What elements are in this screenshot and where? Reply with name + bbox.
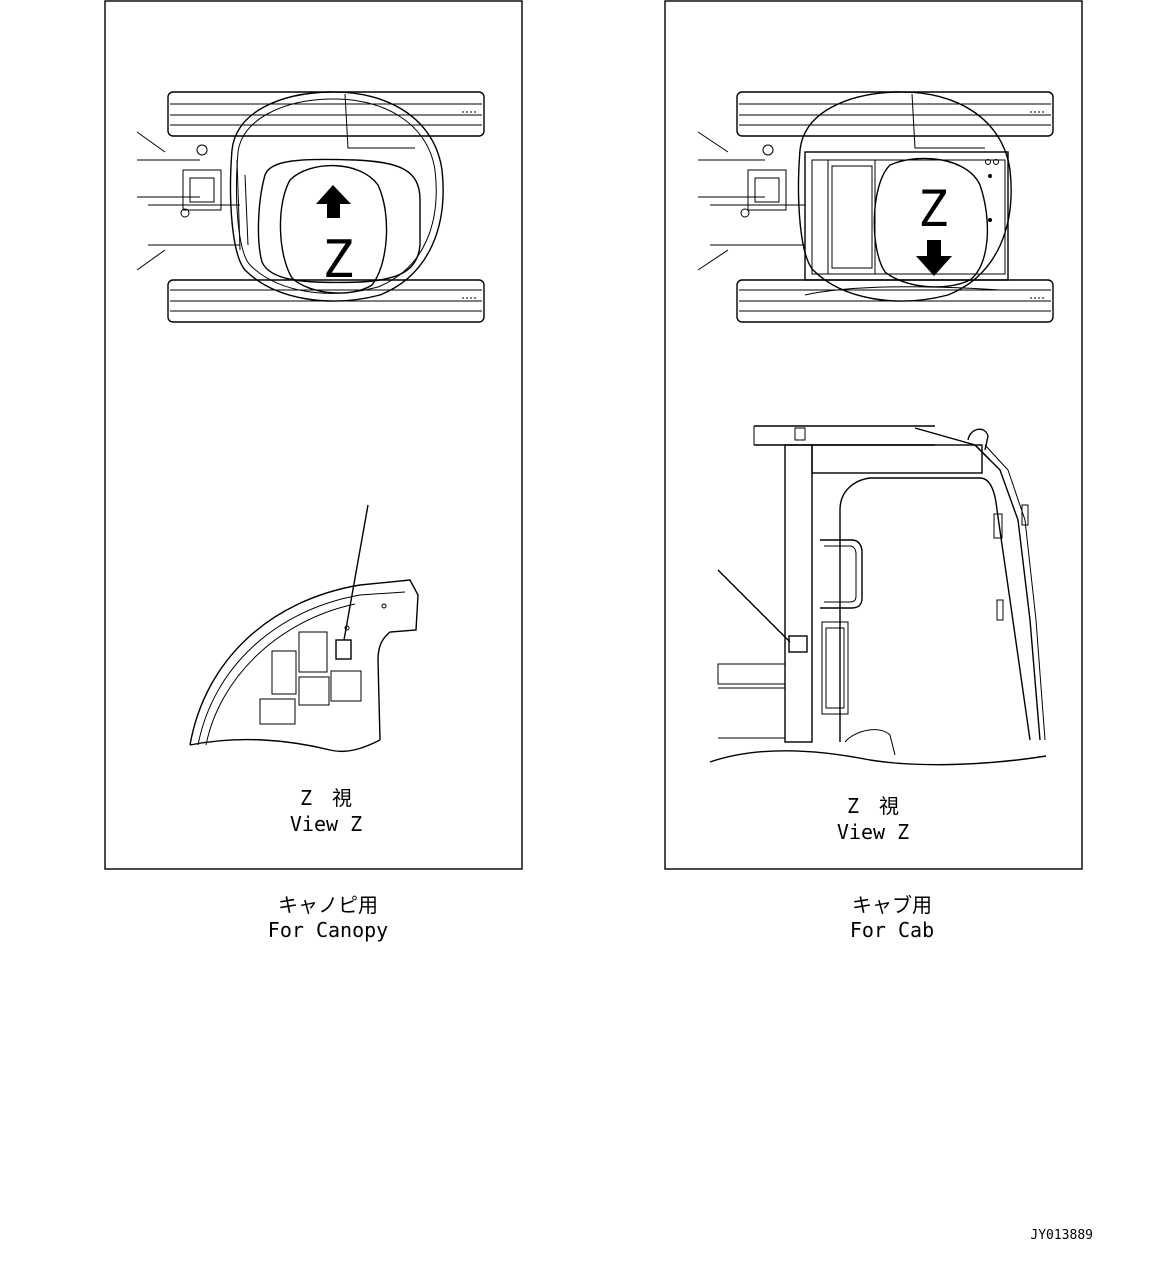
canopy-leader-line — [343, 504, 369, 641]
cab-upper-track — [736, 91, 1054, 137]
canopy-panel-frame — [104, 0, 523, 870]
cab-caption-jp: キャブ用 — [852, 893, 932, 917]
canopy-upper-structure — [229, 91, 444, 302]
canopy-top-view-letter: Z — [322, 230, 353, 290]
canopy-top-view: Z — [136, 91, 485, 323]
cab-boom — [697, 131, 805, 271]
cab-view-z-detail — [709, 425, 1047, 766]
canopy-decal-3 — [298, 676, 330, 706]
canopy-decal-2 — [271, 650, 297, 695]
cab-view-label-en: View Z — [837, 820, 909, 844]
canopy-panel: Z Z 視 View Z — [104, 0, 523, 870]
canopy-upper-track — [167, 91, 485, 137]
canopy-view-label-jp: Z 視 — [300, 786, 352, 810]
canopy-view-z-detail — [189, 504, 419, 752]
canopy-decal-1 — [298, 631, 328, 673]
canopy-decal-5 — [259, 698, 296, 725]
cab-decal-target — [788, 635, 808, 653]
drawing-number: JY013889 — [1030, 1228, 1093, 1243]
canopy-view-label-en: View Z — [290, 812, 362, 836]
cab-caption-en: For Cab — [850, 918, 934, 942]
canopy-decal-4 — [330, 670, 362, 702]
cab-upper-structure — [797, 91, 1012, 302]
cab-view-label-jp: Z 視 — [847, 794, 899, 818]
arrow-down-icon — [916, 240, 952, 276]
cab-top-view-letter: Z — [918, 180, 948, 238]
canopy-caption-en: For Canopy — [268, 918, 388, 942]
cab-panel: Z — [664, 0, 1083, 870]
canopy-decal-target — [335, 639, 352, 660]
cab-leader-line — [717, 569, 791, 643]
cab-view-zone-outline — [873, 157, 989, 288]
cab-top-view: Z — [697, 91, 1054, 323]
canopy-caption-jp: キャノピ用 — [278, 893, 378, 917]
cab-panel-frame — [664, 0, 1083, 870]
canopy-boom — [136, 131, 240, 271]
arrow-up-icon — [316, 185, 351, 218]
canopy-view-zone-outline — [279, 164, 388, 294]
canopy-fender-outline — [189, 579, 419, 746]
